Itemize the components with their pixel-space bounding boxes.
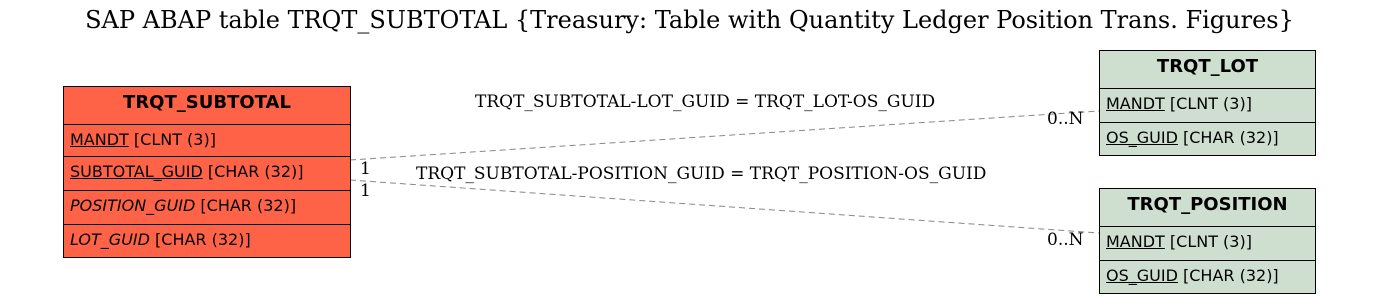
field-name: MANDT	[70, 130, 129, 149]
field-type: [CHAR (32)]	[195, 196, 297, 215]
field-name: OS_GUID	[1106, 266, 1178, 285]
relation-label-lot: TRQT_SUBTOTAL-LOT_GUID = TRQT_LOT-OS_GUI…	[475, 92, 936, 112]
relation-line-lot	[349, 110, 1100, 161]
field-name: POSITION_GUID	[70, 196, 196, 215]
field-type: [CHAR (32)]	[1177, 266, 1279, 285]
field-type: [CLNT (3)]	[128, 130, 216, 149]
field-name: OS_GUID	[1106, 128, 1178, 147]
field-os-guid: OS_GUID [CHAR (32)]	[1100, 123, 1315, 155]
relation-label-position: TRQT_SUBTOTAL-POSITION_GUID = TRQT_POSIT…	[416, 164, 987, 184]
field-name: SUBTOTAL_GUID	[70, 162, 203, 181]
field-lot-guid: LOT_GUID [CHAR (32)]	[64, 225, 350, 257]
cardinality-from-position: 1	[360, 181, 371, 201]
cardinality-to-position: 0..N	[1047, 230, 1084, 250]
field-mandt: MANDT [CLNT (3)]	[64, 125, 350, 157]
entity-trqt-lot: TRQT_LOT MANDT [CLNT (3)] OS_GUID [CHAR …	[1099, 50, 1316, 156]
field-subtotal-guid: SUBTOTAL_GUID [CHAR (32)]	[64, 157, 350, 191]
cardinality-from-lot: 1	[360, 159, 371, 179]
field-name: LOT_GUID	[70, 230, 150, 249]
field-type: [CHAR (32)]	[202, 162, 304, 181]
relation-line-position	[349, 179, 1100, 234]
field-name: MANDT	[1106, 232, 1165, 251]
entity-trqt-position: TRQT_POSITION MANDT [CLNT (3)] OS_GUID […	[1099, 188, 1316, 294]
entity-header: TRQT_POSITION	[1100, 189, 1315, 227]
entity-trqt-subtotal: TRQT_SUBTOTAL MANDT [CLNT (3)] SUBTOTAL_…	[63, 86, 351, 258]
field-mandt: MANDT [CLNT (3)]	[1100, 227, 1315, 261]
diagram-title: SAP ABAP table TRQT_SUBTOTAL {Treasury: …	[85, 6, 1294, 34]
field-type: [CHAR (32)]	[1177, 128, 1279, 147]
field-type: [CLNT (3)]	[1164, 94, 1252, 113]
field-name: MANDT	[1106, 94, 1165, 113]
field-mandt: MANDT [CLNT (3)]	[1100, 89, 1315, 123]
field-position-guid: POSITION_GUID [CHAR (32)]	[64, 191, 350, 225]
field-os-guid: OS_GUID [CHAR (32)]	[1100, 261, 1315, 293]
entity-header: TRQT_LOT	[1100, 51, 1315, 89]
field-type: [CHAR (32)]	[149, 230, 251, 249]
field-type: [CLNT (3)]	[1164, 232, 1252, 251]
cardinality-to-lot: 0..N	[1047, 109, 1084, 129]
entity-header: TRQT_SUBTOTAL	[64, 87, 350, 125]
